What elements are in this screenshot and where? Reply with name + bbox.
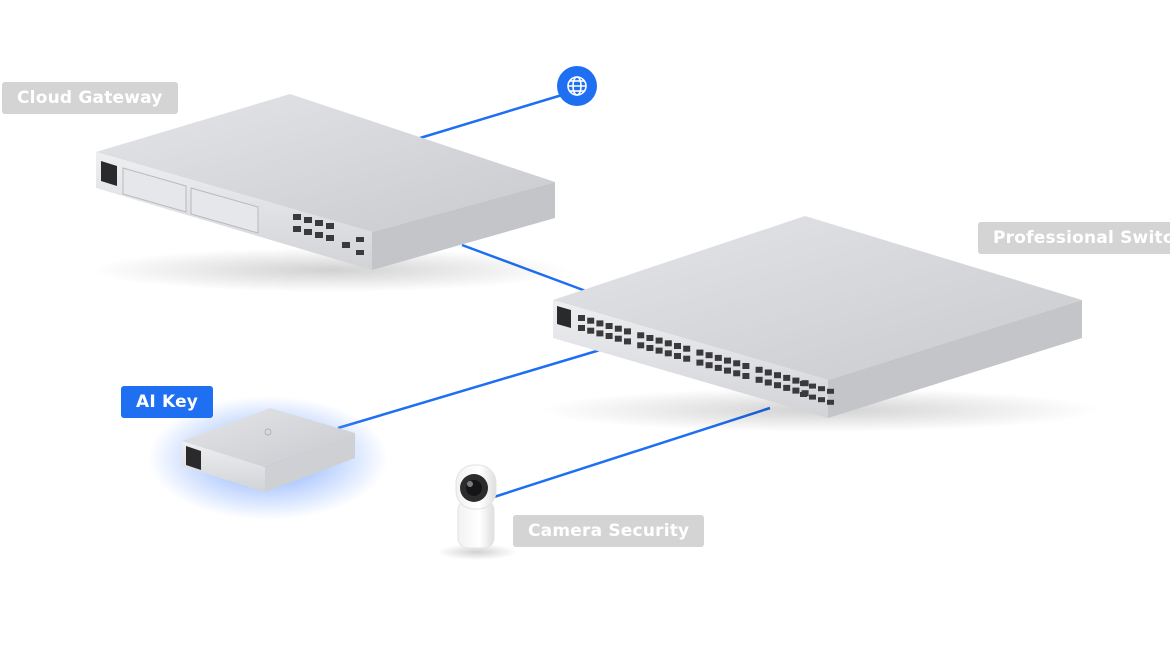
- gateway-front-panel: [101, 161, 364, 255]
- switch-port: [705, 362, 713, 369]
- switch-sfp-port: [827, 388, 834, 394]
- switch-port: [774, 372, 781, 379]
- switch-port: [646, 345, 654, 351]
- switch-front-panel: [557, 306, 834, 405]
- switch-port: [578, 325, 585, 331]
- switch-port: [705, 352, 713, 359]
- switch-port: [637, 332, 645, 339]
- switch-port: [724, 357, 731, 364]
- switch-port: [724, 367, 731, 374]
- switch-port: [624, 338, 631, 345]
- switch-port: [755, 366, 763, 373]
- switch-port: [783, 374, 791, 381]
- switch-port: [614, 325, 622, 332]
- switch-port: [792, 387, 800, 394]
- switch-port: [696, 349, 704, 356]
- switch-sfp-port: [827, 399, 834, 405]
- switch-sfp-port: [800, 392, 807, 397]
- switch-port: [664, 350, 672, 357]
- switch-port: [733, 360, 741, 367]
- switch-port: [792, 377, 800, 384]
- switch-port: [605, 323, 613, 329]
- switch-port: [742, 363, 750, 369]
- switch-port: [655, 347, 663, 354]
- switch-port: [655, 337, 663, 344]
- switch-port: [674, 343, 681, 349]
- switch-port: [596, 330, 604, 337]
- switch-port: [783, 384, 791, 391]
- switch-port: [683, 355, 691, 362]
- switch-port: [714, 364, 722, 371]
- switch-port: [774, 382, 781, 389]
- switch-port: [683, 345, 691, 352]
- professional-switch-label: Professional Switch: [978, 222, 1170, 254]
- switch-port: [733, 370, 741, 377]
- switch-port: [742, 373, 750, 379]
- cloud-gateway-label: Cloud Gateway: [2, 82, 178, 114]
- switch-port: [696, 359, 704, 366]
- switch-port: [596, 320, 604, 327]
- switch-port: [764, 369, 772, 376]
- switch-port: [714, 354, 722, 361]
- switch-sfp-port: [818, 386, 825, 392]
- switch-port: [755, 376, 763, 383]
- switch-port: [587, 327, 595, 334]
- switch-port: [578, 315, 585, 321]
- switch-sfp-port: [809, 394, 816, 400]
- link-switch-aikey: [337, 348, 601, 430]
- switch-port: [646, 335, 654, 341]
- switch-port: [664, 340, 672, 347]
- switch-port: [587, 317, 595, 324]
- switch-port: [605, 333, 613, 339]
- camera-security-label: Camera Security: [513, 515, 705, 547]
- switch-port: [637, 342, 645, 349]
- globe-icon: [567, 76, 587, 96]
- switch-port: [764, 379, 772, 386]
- switch-sfp-port: [800, 381, 807, 386]
- switch-port: [614, 335, 622, 342]
- ai-key-label: AI Key: [121, 386, 214, 418]
- switch-sfp-port: [818, 397, 825, 403]
- cloud-gateway-device[interactable]: [90, 94, 570, 292]
- ai-key-device[interactable]: [148, 396, 388, 520]
- camera-device[interactable]: [437, 464, 517, 560]
- switch-port: [674, 353, 681, 359]
- link-internet-gateway: [419, 93, 563, 140]
- internet-node[interactable]: [557, 66, 597, 106]
- switch-port: [624, 328, 631, 335]
- switch-sfp-port: [809, 383, 816, 389]
- professional-switch-device[interactable]: [540, 216, 1100, 432]
